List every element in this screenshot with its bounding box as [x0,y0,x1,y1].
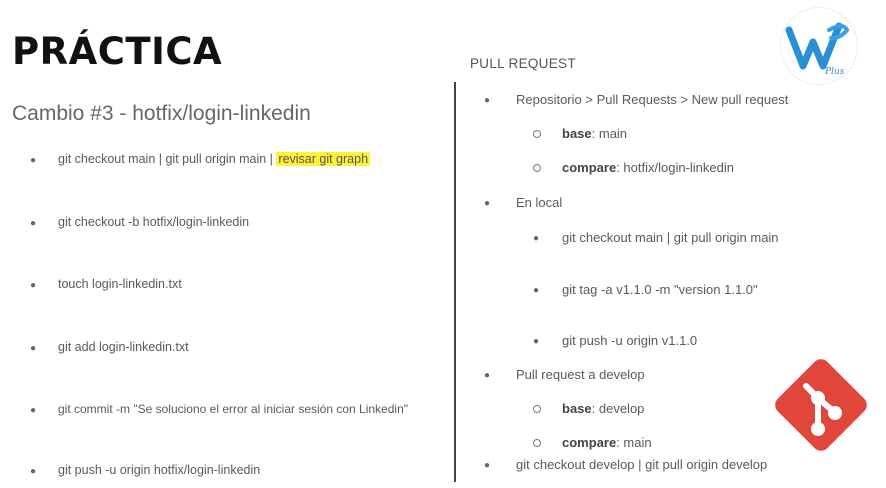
highlighted-text: revisar git graph [276,152,371,166]
w-plus-logo-icon: Plus [785,22,850,77]
bullet-icon: ● [30,405,37,416]
bullet-icon: ● [30,280,37,291]
bold-label: base [562,401,592,416]
bold-label: base [562,126,592,141]
list-item: base: main [562,126,627,141]
list-item: git tag -a v1.1.0 -m "version 1.1.0" [562,282,758,297]
bullet-icon: ● [484,95,491,106]
step-text: git add login-linkedin.txt [58,340,189,354]
list-item: ● git push -u origin hotfix/login-linkedi… [30,463,260,477]
logo-text: Plus [824,67,845,77]
git-logo [766,350,876,460]
value-text: : develop [591,401,645,416]
bullet-icon: ● [533,285,540,296]
step-text: git commit -m "Se soluciono el error al … [58,402,408,416]
list-item: git checkout develop | git pull origin d… [516,457,768,472]
bullet-icon: ● [30,218,37,229]
pull-request-header: PULL REQUEST [470,56,576,71]
slide-title: PRÁCTICA [12,30,223,73]
list-item: git push -u origin v1.1.0 [562,333,698,348]
value-text: : main [591,126,628,141]
list-item: base: develop [562,401,644,416]
value-text: : hotfix/login-linkedin [616,160,734,175]
step-text: touch login-linkedin.txt [58,277,182,291]
list-item: ● git commit -m "Se soluciono el error al… [30,402,408,416]
step-text: git push -u origin hotfix/login-linkedin [58,463,261,477]
list-item: ● touch login-linkedin.txt [30,277,182,291]
list-item: compare: hotfix/login-linkedin [562,160,734,175]
bullet-icon: ● [533,233,540,244]
list-item: compare: main [562,435,652,450]
list-item: Repositorio > Pull Requests > New pull r… [516,92,789,107]
list-item: Pull request a develop [516,367,645,382]
step-text: git checkout -b hotfix/login-linkedin [58,215,250,229]
step-text: git checkout main | git pull origin main… [58,152,277,166]
list-item: En local [516,195,563,210]
circle-bullet-icon [533,405,541,413]
bullet-icon: ● [30,155,37,166]
list-item: ● git checkout main | git pull origin mai… [30,152,371,166]
value-text: : main [616,435,652,450]
git-icon [775,359,867,451]
list-item: ● git checkout -b hotfix/login-linkedin [30,215,249,229]
slide-subtitle: Cambio #3 - hotfix/login-linkedin [12,102,311,125]
bullet-icon: ● [30,343,37,354]
bold-label: compare [562,435,617,450]
bullet-icon: ● [484,370,491,381]
circle-bullet-icon [533,164,541,172]
list-item: git checkout main | git pull origin main [562,230,779,245]
bullet-icon: ● [484,198,491,209]
brand-logo: Plus [781,8,857,84]
bullet-icon: ● [484,460,491,471]
bullet-icon: ● [533,336,540,347]
circle-bullet-icon [533,130,541,138]
circle-bullet-icon [533,439,541,447]
bullet-icon: ● [30,466,37,477]
column-divider [454,82,456,482]
bold-label: compare [562,160,617,175]
list-item: ● git add login-linkedin.txt [30,340,189,354]
